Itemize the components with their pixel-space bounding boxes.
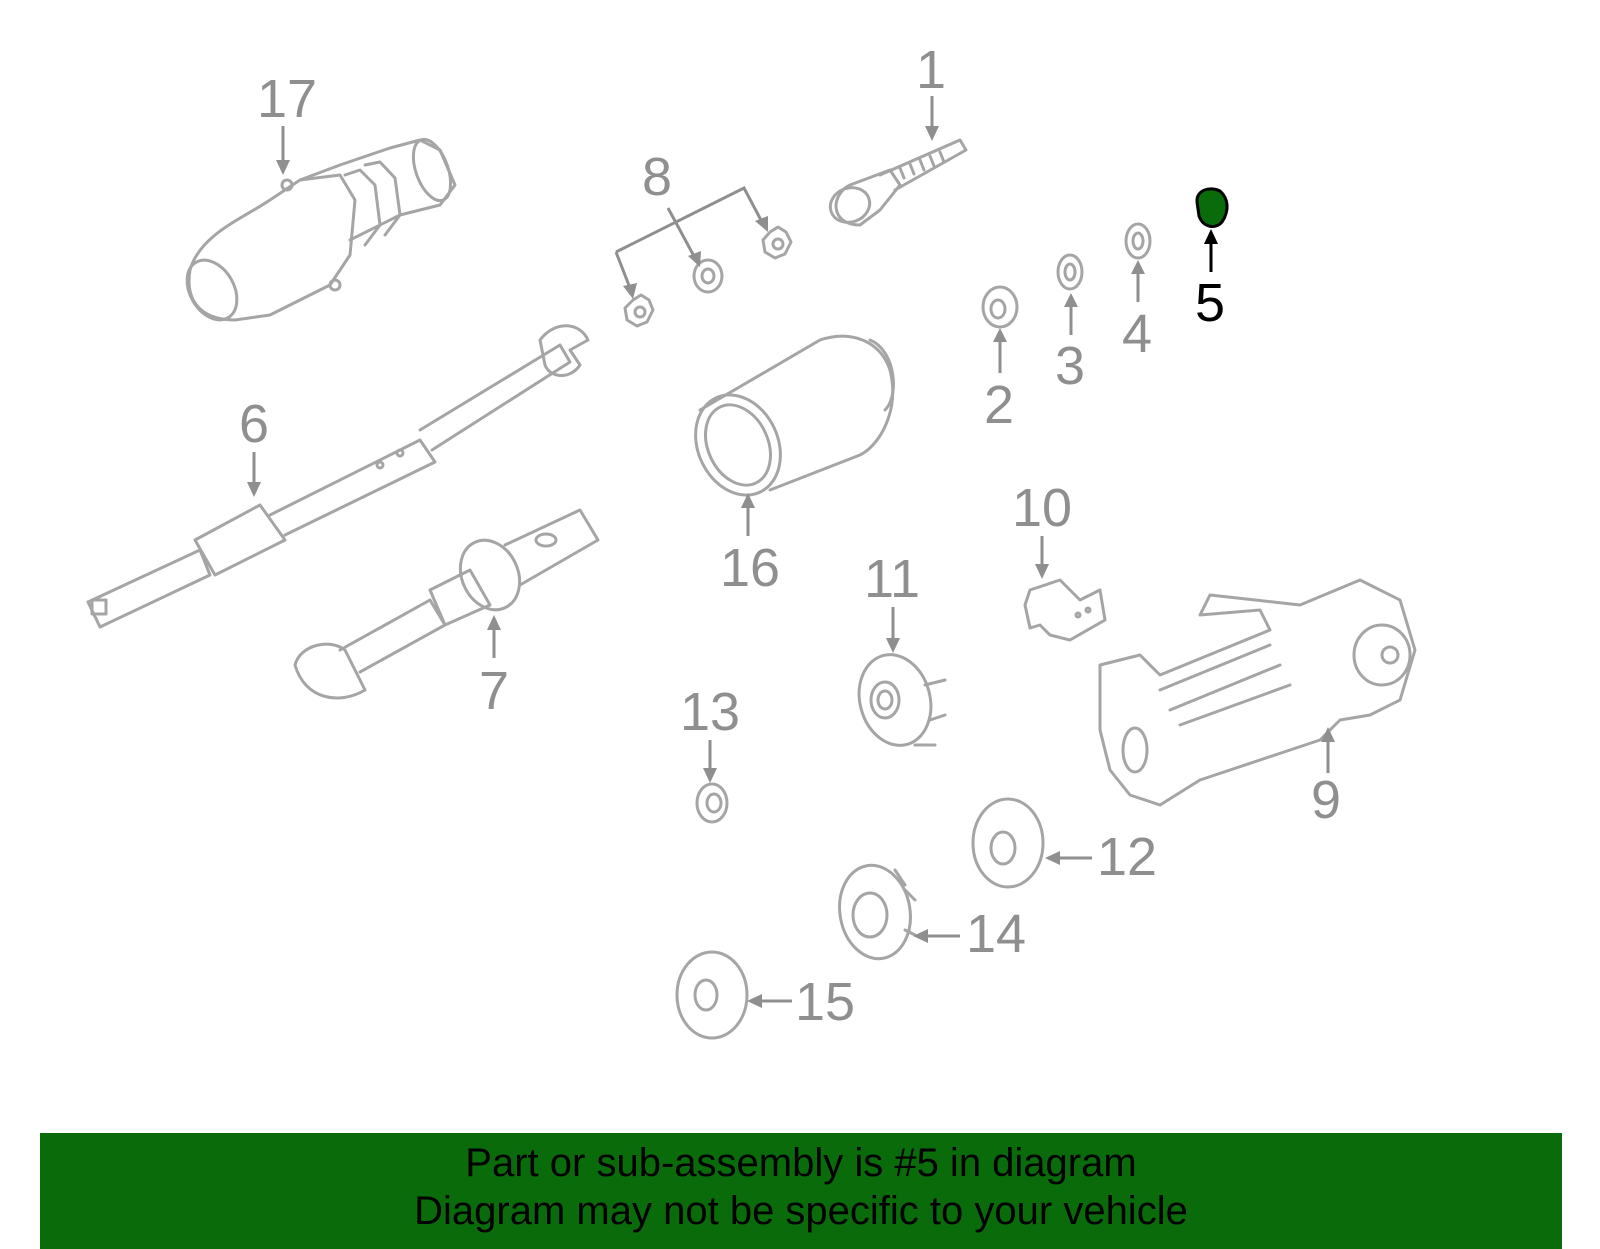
callout-2: 2	[984, 375, 1014, 435]
part-3-washer[interactable]	[1056, 253, 1084, 291]
callout-1: 1	[916, 40, 946, 100]
callout-17: 17	[257, 69, 317, 129]
callout-7: 7	[479, 661, 509, 721]
callout-14: 14	[966, 904, 1026, 964]
banner-part-note: Part or sub-assembly is #5 in diagram	[465, 1141, 1137, 1185]
part-13-nut[interactable]	[695, 782, 729, 824]
part-11-bearing[interactable]	[849, 647, 947, 754]
part-15-disc[interactable]	[675, 950, 749, 1040]
callout-11: 11	[864, 549, 920, 609]
part-6-steering-shaft[interactable]	[86, 324, 590, 629]
callout-10: 10	[1012, 478, 1072, 538]
callout-16: 16	[720, 538, 780, 598]
callout-6: 6	[239, 394, 269, 454]
part-9-bracket[interactable]	[1098, 578, 1417, 807]
info-banner: Part or sub-assembly is #5 in diagram Di…	[40, 1133, 1562, 1249]
arrows	[247, 96, 1335, 1008]
callout-5: 5	[1195, 273, 1225, 333]
callout-12: 12	[1097, 827, 1157, 887]
callout-9: 9	[1311, 770, 1341, 830]
part-12-disc[interactable]	[971, 797, 1045, 889]
part-8-gears[interactable]	[623, 225, 793, 328]
part-14-bearing[interactable]	[832, 860, 917, 965]
callout-13: 13	[680, 682, 740, 742]
callout-4: 4	[1122, 304, 1152, 364]
part-1-shaft[interactable]	[825, 138, 968, 228]
part-2-bushing[interactable]	[981, 285, 1019, 329]
callout-8: 8	[642, 147, 672, 207]
part-7-intermediate-shaft[interactable]	[293, 508, 600, 700]
callout-15: 15	[795, 972, 855, 1032]
part-17-housing[interactable]	[177, 134, 458, 328]
callout-3: 3	[1055, 336, 1085, 396]
part-16-cylinder[interactable]	[680, 334, 895, 509]
part-10-clip[interactable]	[1023, 578, 1107, 642]
part-4-washer[interactable]	[1124, 222, 1152, 260]
callout-labels: 17 1 8 2 3 4 5 6 7 16 10 11 9 13 12 14 1…	[239, 40, 1341, 1032]
part-5-highlighted[interactable]	[1195, 187, 1229, 229]
banner-disclaimer: Diagram may not be specific to your vehi…	[414, 1189, 1188, 1233]
parts-diagram: 17 1 8 2 3 4 5 6 7 16 10 11 9 13 12 14 1…	[86, 40, 1417, 1040]
